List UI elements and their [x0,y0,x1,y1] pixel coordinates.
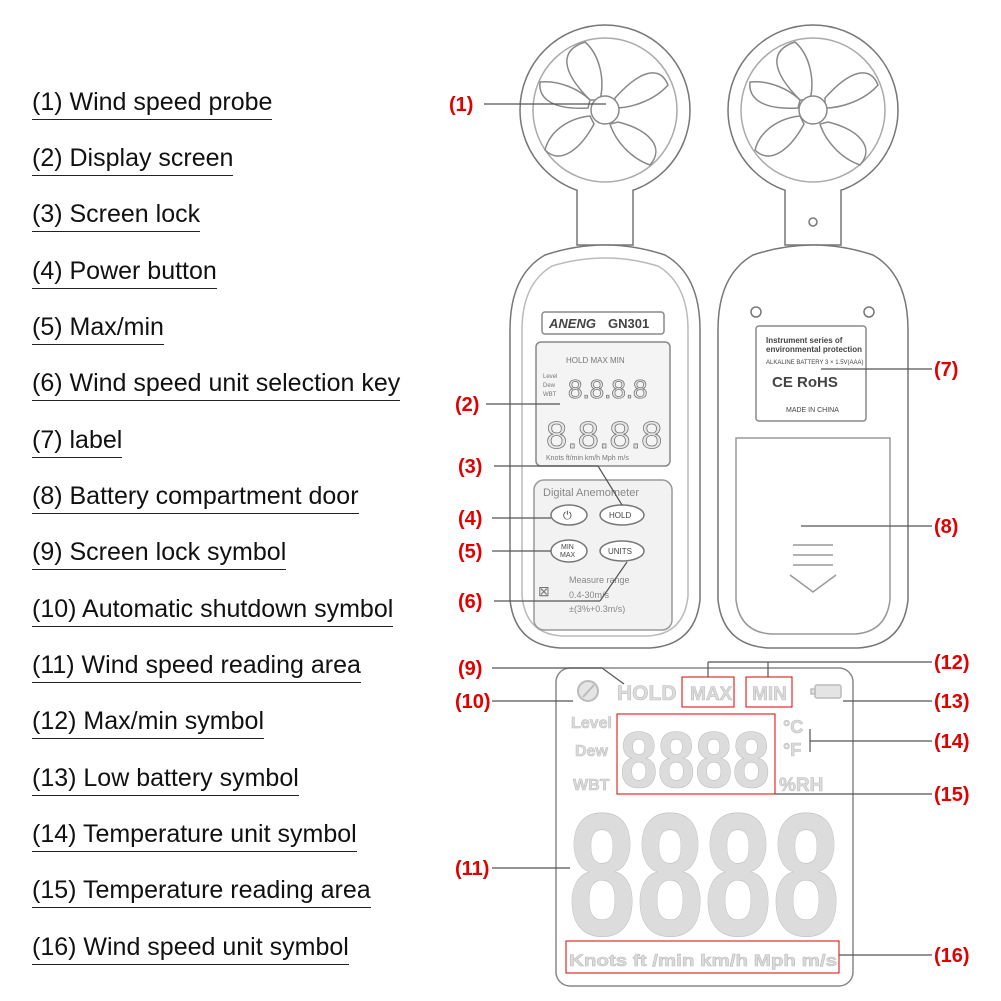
legend-item: (13) Low battery symbol [32,763,299,796]
mini-lcd-level: Level [543,374,557,380]
legend-item: (12) Max/min symbol [32,706,264,739]
range-title: Measure range [569,575,630,585]
max-label: MAX [560,552,576,559]
brand-plate [541,311,665,335]
mini-lcd-wbt: WBT [543,392,557,398]
battery-door[interactable] [735,437,891,635]
legend-item: (5) Max/min [32,312,164,345]
lcd-units-symbol: Knots ft /min km/h Mph m/s [569,951,837,970]
callout-16: (16) [934,945,970,967]
legend-item: (14) Temperature unit symbol [32,819,357,852]
legend-item: (2) Display screen [32,143,234,176]
low-battery-icon [810,684,842,699]
callout-7: (7) [934,359,958,381]
back-device [717,24,909,649]
callout-2: (2) [455,394,479,416]
model-text: GN301 [608,316,649,331]
lcd-hold-symbol: HOLD [617,682,677,705]
screw-icon [863,306,875,318]
screw-icon [808,217,818,227]
callout-12: (12) [934,652,970,674]
label-line-2: environmental protection [766,345,862,354]
back-label-text: Instrument series of environmental prote… [766,336,864,414]
legend-item: (10) Automatic shutdown symbol [32,594,394,627]
lcd-enlarged: HOLD MAX MIN Level Dew WBT 8888 °C °F %R… [555,667,854,987]
recycle-bin-icon: ⊠ [538,583,550,599]
power-button[interactable] [550,504,588,526]
screw-icon [750,306,762,318]
callout-14: (14) [934,731,970,753]
callout-10: (10) [455,691,491,713]
legend-item: (4) Power button [32,256,217,289]
label-line-3: ALKALINE BATTERY 3 × 1.5V(AAA) [766,360,864,366]
svg-text:8888: 8888 [568,778,840,973]
legend-item: (9) Screen lock symbol [32,537,287,570]
battery-door-grip [789,544,837,593]
callout-4: (4) [458,508,482,530]
auto-shutdown-icon [577,680,599,702]
units-button[interactable] [599,540,645,562]
power-icon: ⏻ [563,510,572,522]
legend-item: (7) label [32,425,123,458]
lcd-level-label: Level [571,715,612,732]
front-device [509,24,701,649]
callout-3: (3) [458,456,482,478]
back-label [755,325,867,422]
legend-item: (11) Wind speed reading area [32,650,361,683]
callout-11: (11) [455,858,489,880]
callout-numbers: (1) (2) (3) (4) (5) (6) (7) (8) (9) (10)… [449,94,970,967]
fan-blades-icon [539,41,669,166]
lcd-celsius: °C [783,717,803,737]
callout-9: (9) [458,658,482,680]
legend-item: (15) Temperature reading area [32,875,371,908]
label-line-1: Instrument series of [766,336,843,345]
callout-5: (5) [458,541,482,563]
device-name: Digital Anemometer [543,487,639,499]
legend-item: (16) Wind speed unit symbol [32,932,349,965]
wind-speed-digits: 8888 [568,778,841,974]
legend-item: (1) Wind speed probe [32,87,273,120]
mini-lcd-wind-digits: 8.8.8.8 [546,415,662,457]
front-device-text: ANENG GN301 HOLD MAX MIN Level Dew WBT 8… [538,316,663,614]
probe-neck [576,190,634,246]
callout-13: (13) [934,691,970,713]
mini-lcd-temp-digits: 8.8.8.8 [568,374,648,404]
mini-lcd-top: HOLD MAX MIN [566,356,625,365]
range-line-2: ±(3%+0.3m/s) [569,604,625,614]
callout-6: (6) [458,591,482,613]
min-label: MIN [561,544,574,551]
min-highlight [745,676,793,708]
lcd-dew-label: Dew [575,743,608,760]
range-line-1: 0.4-30m/s [569,590,610,600]
leader-lines [484,103,932,956]
lcd-min-symbol: MIN [752,684,787,705]
mini-lcd-units: Knots ft/min km/h Mph m/s [546,455,629,462]
lcd-frame [555,667,854,987]
brand-text: ANENG [548,316,596,331]
units-button-label: UNITS [608,547,632,556]
legend: (1) Wind speed probe (2) Display screen … [32,0,452,1001]
callout-8: (8) [934,516,958,538]
lcd-fahrenheit: °F [783,740,801,760]
lcd-max-symbol: MAX [690,684,733,705]
svg-text:8888: 8888 [620,715,770,804]
legend-item: (6) Wind speed unit selection key [32,368,401,401]
mini-lcd-dew: Dew [543,383,556,389]
temperature-highlight [616,713,776,795]
ce-rohs-marks: CE RoHS [772,374,838,391]
hold-button-label: HOLD [609,511,631,520]
legend-item: (8) Battery compartment door [32,481,359,514]
made-in-text: MADE IN CHINA [786,407,839,414]
legend-item: (3) Screen lock [32,199,201,232]
lcd-wbt-label: WBT [573,777,610,794]
temperature-digits: 8888 [620,715,771,805]
callout-1: (1) [449,94,473,116]
lcd-rh-symbol: %RH [779,775,823,796]
units-highlight [565,940,840,974]
callout-15: (15) [934,784,970,806]
fan-blades-back-icon [749,41,879,166]
